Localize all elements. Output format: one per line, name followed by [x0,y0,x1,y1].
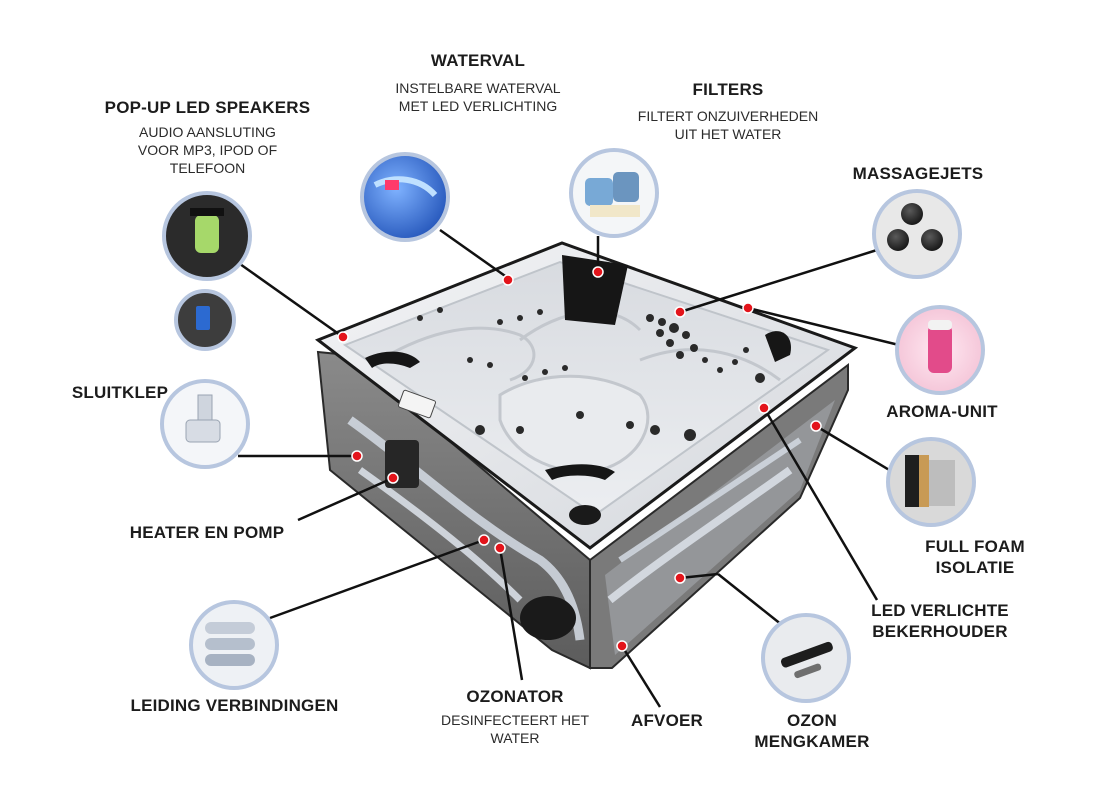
callout-filters: FILTERS [658,79,798,100]
phone-photo [174,289,236,351]
callout-title: HEATER EN POMP [129,523,285,542]
callout-massagejets: MASSAGEJETS [838,163,998,184]
callout-ozonator: OZONATOR DESINFECTEERT HET WATER [430,686,600,748]
callout-desc-line: WATER [490,730,540,747]
waterval-photo [360,152,450,242]
callout-desc-line: MET LED VERLICHTING [398,98,558,115]
callout-title: WATERVAL [430,51,526,70]
speakers-photo [162,191,252,281]
callout-title: LEIDING VERBINDINGEN [130,696,339,715]
sluitklep-photo [160,379,250,469]
callout-title: FILTERS [692,80,764,99]
ozon-meng-photo [761,613,851,703]
callout-sluitklep: SLUITKLEP [55,382,185,403]
leader-foam [815,424,892,473]
callout-desc-line: FILTERT ONZUIVERHEDEN [637,108,819,124]
callout-foam: FULL FOAM ISOLATIE [905,536,1045,579]
leader-lines [238,228,900,708]
jets [417,307,765,441]
callout-desc-line: INSTELBARE WATERVAL [395,80,561,96]
callout-title-line: FULL FOAM [925,537,1025,556]
spa-tub [314,241,859,670]
callout-title-line: LED VERLICHTE [871,601,1009,620]
callout-speakers: POP-UP LED SPEAKERS [85,97,330,118]
filters-photo [569,148,659,238]
callout-title-line: ISOLATIE [935,558,1015,578]
leader-aroma [747,306,900,347]
leader-afvoer [620,645,662,708]
leader-ozonator [498,547,524,681]
markers [337,266,822,652]
callout-waterval: WATERVAL [398,50,558,71]
callout-title: AFVOER [630,711,704,730]
callout-title: SLUITKLEP [71,383,169,402]
pump [520,596,576,640]
callout-desc-line: AUDIO AANSLUTING [139,124,276,140]
callout-title: POP-UP LED SPEAKERS [104,98,311,117]
callout-desc-line: TELEFOON [169,160,246,177]
callout-title-line: MENGKAMER [754,732,870,752]
callout-ozon-meng: OZON MENGKAMER [742,710,882,753]
leader-leiding [269,538,485,620]
leader-beker [762,407,879,601]
leader-ozon-meng-tail [679,572,719,580]
callout-title: MASSAGEJETS [852,164,984,183]
leader-massagejets [679,248,878,314]
callout-title-line: BEKERHOUDER [872,622,1008,642]
callout-afvoer: AFVOER [612,710,722,731]
callout-beker: LED VERLICHTE BEKERHOUDER [850,600,1030,643]
massagejets-photo [872,189,962,279]
callout-aroma: AROMA-UNIT [862,401,1022,422]
headrest [562,255,628,325]
leader-speakers [239,262,344,339]
leader-waterval [439,228,509,280]
leiding-photo [189,600,279,690]
aroma-photo [895,305,985,395]
callout-desc-line: DESINFECTEERT HET [440,712,590,729]
callout-leiding: LEIDING VERBINDINGEN [112,695,357,716]
foam-insulation-area [605,400,835,655]
callout-title: OZONATOR [466,687,564,706]
callout-title-line: OZON [787,711,837,730]
callout-heater: HEATER EN POMP [112,522,302,543]
callout-title: AROMA-UNIT [886,402,998,421]
callout-filters-desc: FILTERT ONZUIVERHEDEN UIT HET WATER [620,107,836,143]
callout-waterval-desc: INSTELBARE WATERVAL MET LED VERLICHTING [378,79,578,115]
leader-ozon-meng [717,573,783,626]
leader-heater [297,476,394,522]
callout-desc-line: VOOR MP3, IPOD OF [137,142,278,159]
drain-cover [569,505,601,525]
callout-desc-line: UIT HET WATER [674,126,782,143]
callout-speakers-desc: AUDIO AANSLUTING VOOR MP3, IPOD OF TELEF… [105,123,310,178]
foam-photo [886,437,976,527]
